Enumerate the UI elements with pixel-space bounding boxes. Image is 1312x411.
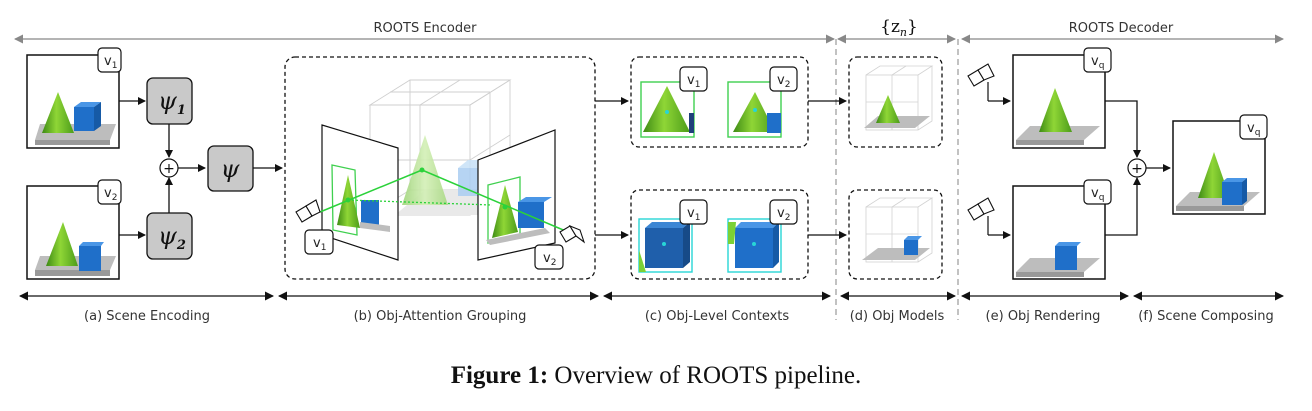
obj-level-contexts: v1 v2 v1 v2	[630, 56, 847, 280]
stage-label-b: (b) Obj-Attention Grouping	[354, 309, 527, 324]
svg-text:v2: v2	[777, 206, 790, 223]
svg-text:v1: v1	[687, 206, 700, 223]
stage-label-d: (d) Obj Models	[850, 309, 945, 324]
psi1-node: ψ1	[146, 77, 193, 125]
svg-text:+: +	[1131, 161, 1143, 177]
decoder-label: ROOTS Decoder	[1069, 21, 1174, 36]
psi-node: ψ	[207, 145, 254, 192]
figure-caption: Figure 1: Overview of ROOTS pipeline.	[0, 362, 1312, 390]
view-label-v1: v1	[304, 229, 334, 255]
obj-models	[848, 56, 943, 280]
scene-image-v1: v1	[26, 47, 122, 149]
psi2-node: ψ2	[146, 212, 193, 260]
sum-node-encoding: +	[159, 158, 179, 178]
caption-label: Figure 1:	[450, 362, 549, 389]
stage-label-f: (f) Scene Composing	[1138, 309, 1273, 324]
obj-attention-grouping: v1 v2	[284, 56, 629, 280]
stage-label-a: (a) Scene Encoding	[84, 309, 210, 324]
svg-text:v1: v1	[313, 236, 326, 253]
camera-icon	[967, 63, 995, 87]
stage-bar: (a) Scene Encoding (b) Obj-Attention Gro…	[19, 291, 1284, 324]
scene-encoding: v1 v2 ψ1 ψ2 +	[26, 47, 283, 280]
svg-text:ψ1: ψ1	[158, 87, 186, 118]
latent-label: {zn}	[880, 17, 918, 39]
svg-text:ψ: ψ	[221, 155, 241, 183]
svg-text:v1: v1	[104, 54, 117, 71]
camera-icon	[967, 197, 995, 221]
svg-text:v2: v2	[777, 73, 790, 90]
svg-text:v2: v2	[104, 186, 117, 203]
encoder-label: ROOTS Encoder	[374, 21, 478, 36]
svg-text:vq: vq	[1091, 186, 1104, 203]
stage-label-e: (e) Obj Rendering	[986, 309, 1101, 324]
view-label-v2: v2	[534, 244, 564, 270]
svg-text:v1: v1	[687, 73, 700, 90]
camera-icon	[295, 199, 321, 223]
stage-label-c: (c) Obj-Level Contexts	[645, 309, 790, 324]
svg-text:ψ2: ψ2	[158, 222, 186, 253]
header-bar: ROOTS Encoder {zn} ROOTS Decoder	[14, 14, 1284, 44]
svg-text:vq: vq	[1247, 121, 1260, 138]
svg-text:v2: v2	[543, 251, 556, 268]
obj-rendering: vq vq +	[967, 47, 1171, 280]
camera-icon	[559, 224, 586, 244]
svg-text:vq: vq	[1091, 54, 1104, 71]
scene-image-v2: v2	[26, 179, 122, 280]
svg-text:+: +	[163, 161, 175, 177]
scene-composing: vq	[1172, 114, 1268, 215]
caption-text: Overview of ROOTS pipeline.	[548, 362, 862, 389]
sum-node-composing: +	[1127, 158, 1147, 178]
